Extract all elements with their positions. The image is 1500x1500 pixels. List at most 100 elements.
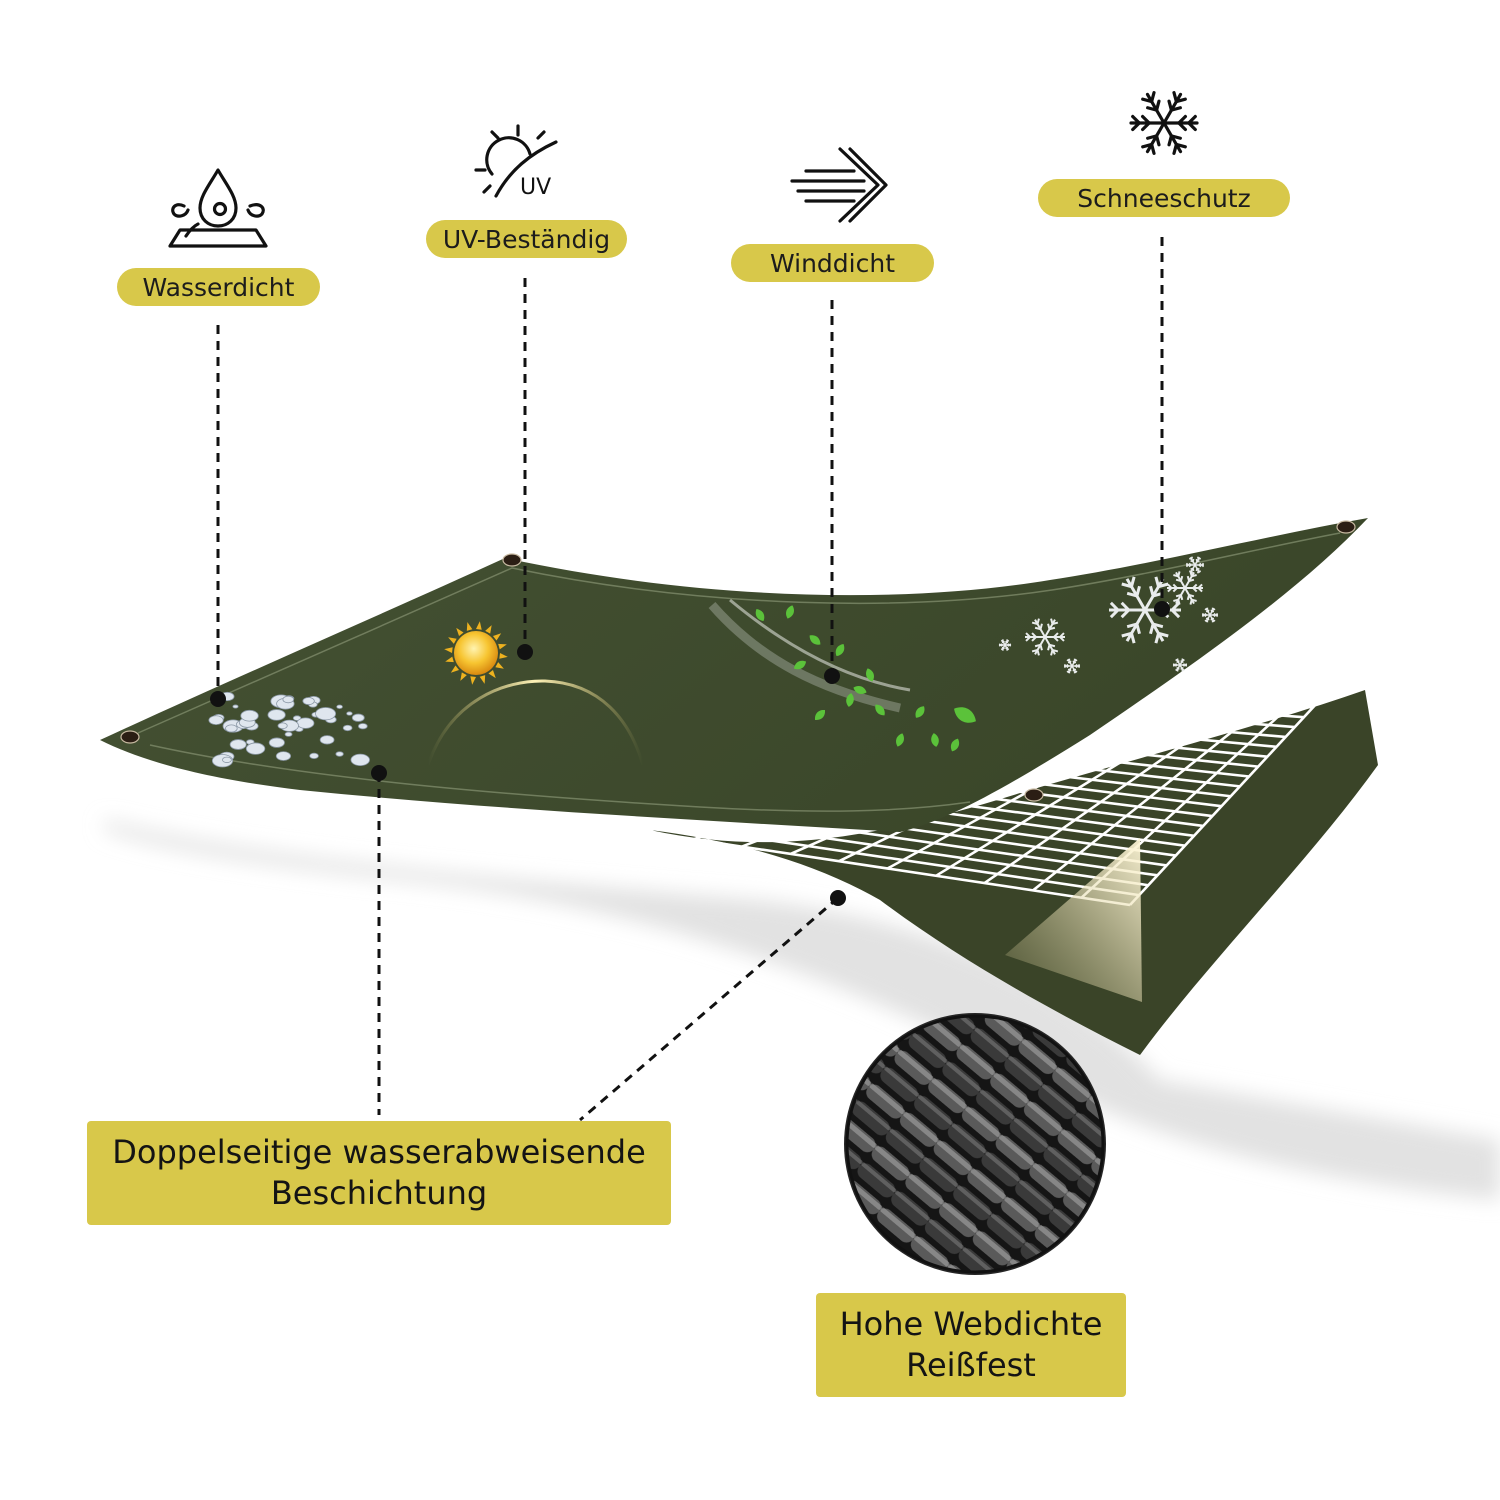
snowflake	[1185, 556, 1205, 574]
light-beam	[1005, 838, 1142, 1002]
snowflake	[1109, 576, 1181, 644]
uv-icon-text: UV	[520, 175, 551, 200]
water-drop	[358, 723, 368, 730]
feature-label-snow: Schneeschutz	[1038, 179, 1290, 217]
wind-icon	[790, 147, 888, 223]
sun-ray	[485, 625, 492, 634]
water-drop	[222, 756, 232, 763]
coating-label-box: Doppelseitige wasserabweisende Beschicht…	[87, 1121, 671, 1225]
snowflake	[1025, 618, 1065, 656]
feature-label-waterproof-text: Wasserdicht	[142, 272, 295, 302]
leaf	[786, 605, 794, 619]
water-drop	[225, 724, 238, 733]
wind-swoosh	[708, 602, 901, 713]
water-drop	[275, 751, 292, 761]
weave-label-line2: Reißfest	[906, 1346, 1036, 1384]
snowflake	[1172, 658, 1188, 672]
snowflake-icon-shape	[1129, 91, 1199, 155]
water-drop	[268, 737, 285, 748]
water-drop	[208, 715, 224, 725]
tarp-hem	[137, 532, 1341, 734]
snowflake	[1167, 571, 1203, 605]
feature-label-snow-text: Schneeschutz	[1077, 183, 1251, 213]
tarp-hem-bottom	[149, 744, 971, 812]
weave-label-line1: Hohe Webdichte	[839, 1305, 1103, 1343]
water-drop	[315, 707, 337, 721]
water-drop	[309, 752, 319, 759]
sun-ray	[492, 633, 502, 641]
leaf	[755, 608, 765, 622]
leaf	[846, 693, 854, 707]
sun-ray	[456, 627, 464, 637]
grommets	[120, 520, 1356, 802]
mesh-line	[1032, 647, 1338, 892]
leaf	[896, 733, 904, 747]
feature-label-wind-text: Winddicht	[769, 248, 896, 278]
tarp-top	[100, 518, 1368, 832]
sun-ray	[445, 656, 454, 663]
sun-image	[444, 621, 508, 685]
water-drop	[350, 753, 370, 767]
water-drop	[302, 697, 315, 705]
snowflake	[1201, 607, 1219, 623]
coating-label-line1: Doppelseitige wasserabweisende	[112, 1133, 646, 1171]
sun-ray	[476, 621, 482, 630]
sun-ray	[495, 662, 504, 669]
leaf	[835, 643, 845, 657]
leader-lines	[216, 237, 1164, 1122]
sun-uv-icon: UV	[474, 124, 558, 200]
sun-ray	[444, 647, 453, 653]
water-drop	[240, 709, 259, 722]
wind-swoosh-2	[729, 598, 911, 692]
water-drop	[342, 724, 353, 732]
coating-label-line2: Beschichtung	[270, 1174, 488, 1212]
sun-ray	[460, 672, 467, 681]
sun-ray	[479, 675, 486, 684]
water-drop	[336, 704, 343, 709]
leaf	[950, 738, 960, 752]
water-drop	[277, 722, 288, 730]
ground-shadow	[105, 820, 1500, 1200]
uv-arc	[426, 679, 645, 766]
water-droplets	[208, 691, 370, 768]
water-drop	[229, 739, 247, 750]
leaf	[931, 733, 939, 747]
water-drop-icon	[168, 168, 268, 248]
water-drop	[245, 742, 266, 755]
feature-label-uv: UV-Beständig	[426, 220, 627, 258]
water-drop	[284, 731, 293, 737]
sun-ray	[488, 669, 496, 679]
mesh-line	[983, 647, 1322, 885]
water-drop	[351, 713, 365, 722]
leader-dots	[210, 601, 1170, 906]
feature-label-wind: Winddicht	[731, 244, 934, 282]
leaf	[875, 704, 885, 716]
mesh-line	[1129, 647, 1369, 906]
sun-ray	[466, 622, 473, 631]
leaf	[793, 660, 807, 670]
water-drop	[296, 717, 315, 729]
water-drop	[232, 704, 239, 709]
sun-ray	[450, 665, 460, 673]
sun-disc	[454, 631, 498, 675]
snowflake	[1063, 658, 1081, 674]
mesh-line	[935, 647, 1306, 877]
leaf	[915, 706, 925, 718]
water-drop	[282, 695, 295, 704]
leaf	[853, 686, 867, 694]
leaf	[866, 668, 874, 682]
water-drop	[335, 751, 344, 757]
sun-ray	[448, 637, 457, 644]
sun-ray	[498, 643, 507, 650]
water-drop	[319, 735, 335, 745]
sun-ray	[499, 653, 508, 659]
snowflake-icon	[1129, 91, 1199, 155]
leaves	[755, 605, 976, 752]
leaf	[815, 710, 825, 720]
feature-label-waterproof: Wasserdicht	[117, 268, 320, 306]
weave-detail	[844, 1013, 1106, 1275]
mesh-line	[886, 647, 1290, 870]
snowflakes	[998, 556, 1219, 674]
sun-ray	[470, 676, 476, 685]
